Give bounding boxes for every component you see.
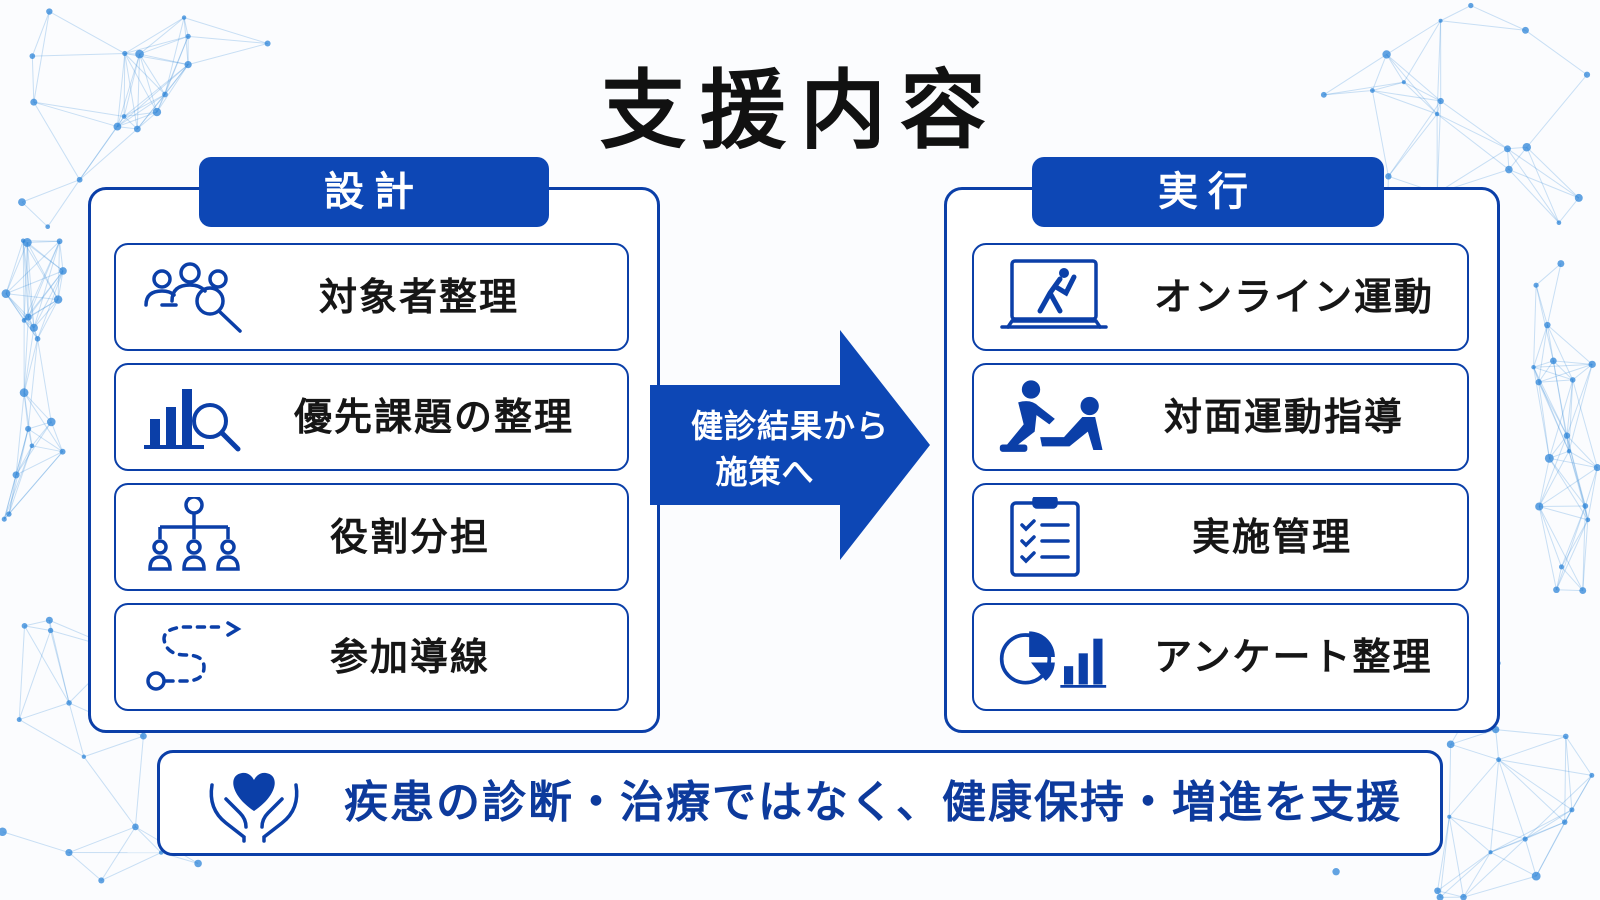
execution-item-label: アンケート整理 <box>1154 635 1433 679</box>
page-title: 支援内容 <box>600 61 1000 161</box>
laptop-exercise-icon <box>1000 259 1108 329</box>
execution-item-implementation-management: 実施管理 <box>972 483 1469 591</box>
design-item-priority-issues: 優先課題の整理 <box>114 363 629 471</box>
flow-arrow <box>650 330 930 560</box>
design-item-label: 優先課題の整理 <box>294 395 575 439</box>
org-chart-icon <box>148 497 240 571</box>
execution-item-label: 実施管理 <box>1192 515 1353 559</box>
pie-bar-chart-icon <box>999 631 1107 688</box>
design-item-participation-path: 参加導線 <box>114 603 629 711</box>
footer-text: 疾患の診断・治療ではなく、健康保持・増進を支援 <box>344 777 1402 828</box>
design-heading: 設計 <box>199 157 549 227</box>
execution-item-online-exercise: オンライン運動 <box>972 243 1469 351</box>
arrow-label-line2: 施策へ <box>715 453 815 491</box>
design-item-target-people: 対象者整理 <box>114 243 629 351</box>
execution-heading: 実行 <box>1032 157 1384 227</box>
footer-statement: 疾患の診断・治療ではなく、健康保持・増進を支援 <box>157 750 1443 856</box>
arrow-label: 健診結果から 施策へ <box>655 403 925 495</box>
heart-hands-icon <box>209 772 299 843</box>
design-item-label: 対象者整理 <box>319 275 520 319</box>
bar-chart-search-icon <box>144 389 241 452</box>
execution-item-label: 対面運動指導 <box>1164 395 1405 439</box>
people-search-icon <box>144 262 242 333</box>
design-item-label: 参加導線 <box>330 635 491 679</box>
in-person-coaching-icon <box>999 380 1103 452</box>
arrow-label-line1: 健診結果から <box>690 407 889 445</box>
clipboard-checklist-icon <box>1010 497 1080 577</box>
execution-item-in-person-coaching: 対面運動指導 <box>972 363 1469 471</box>
execution-item-survey: アンケート整理 <box>972 603 1469 711</box>
design-item-roles: 役割分担 <box>114 483 629 591</box>
design-item-label: 役割分担 <box>330 515 491 559</box>
execution-item-label: オンライン運動 <box>1154 275 1435 319</box>
route-path-icon <box>146 621 242 691</box>
